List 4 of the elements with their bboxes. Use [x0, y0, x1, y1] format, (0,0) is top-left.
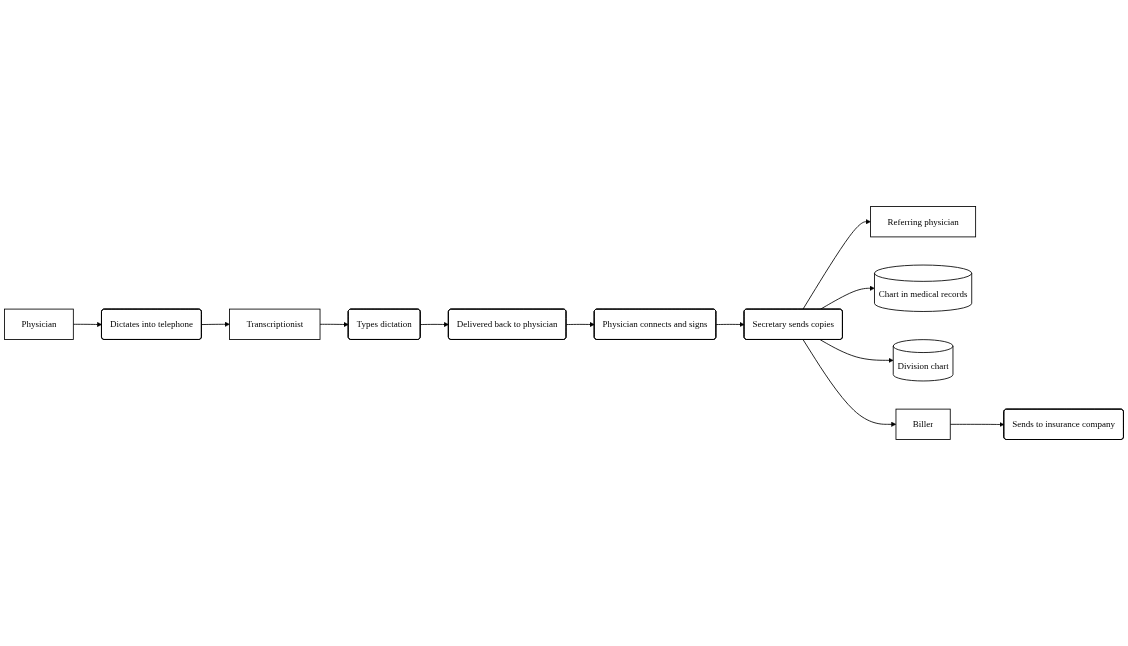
- node-box: Transcriptionist: [229, 308, 321, 340]
- node-box: Referring physician: [870, 206, 977, 238]
- node-box: Physician: [4, 308, 74, 340]
- node-box: Biller: [895, 408, 951, 440]
